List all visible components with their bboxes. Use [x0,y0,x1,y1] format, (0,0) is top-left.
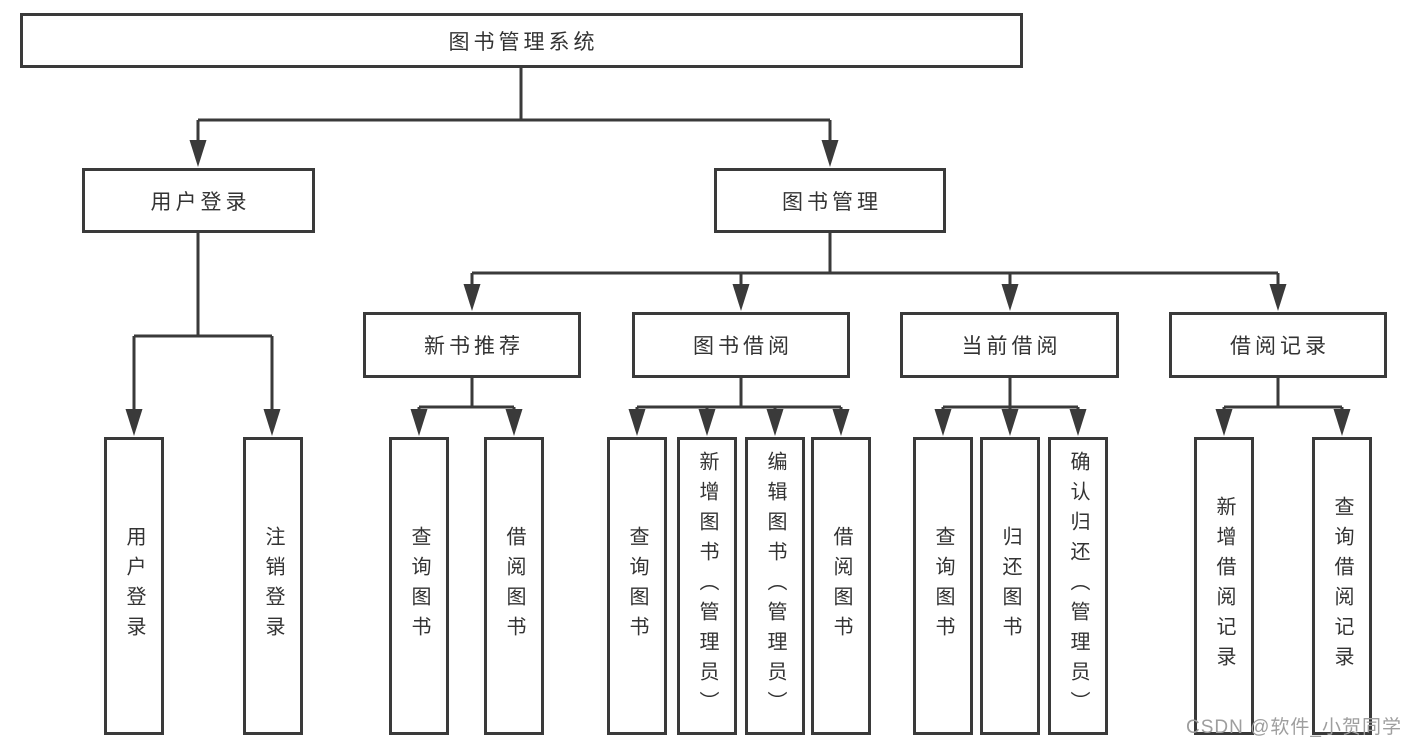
node-label: 借阅记录 [1230,335,1330,358]
leaf-label: 查询图书 [932,526,954,646]
arrowhead-icon [821,140,839,167]
connector-user-login-branch [125,233,281,436]
csdn-watermark: CSDN @软件_小贺同学 [1186,717,1402,738]
leaf-label: 查询借阅记录 [1331,496,1353,676]
node-current-borrowing: 当前借阅 [900,312,1119,378]
arrowhead-icon [628,409,646,436]
leaf-query-books-borrowing: 查询图书 [607,437,667,735]
connector-borrowing-records [1215,378,1351,436]
connector-current-borrowing [934,378,1087,436]
leaf-label: 编辑图书（管理员） [764,451,786,721]
arrowhead-icon [1215,409,1233,436]
leaf-edit-book-admin: 编辑图书（管理员） [745,437,805,735]
node-user-login-branch: 用户登录 [82,168,315,233]
arrowhead-icon [263,409,281,436]
connector-line [635,378,843,411]
connector-book-borrowing [628,378,850,436]
leaf-borrow-books-recommend: 借阅图书 [484,437,544,735]
node-borrowing-records: 借阅记录 [1169,312,1387,378]
connector-line [132,233,274,411]
connector-line [1222,378,1344,411]
leaf-label: 查询图书 [408,526,430,646]
arrowhead-icon [1269,284,1287,311]
arrowhead-icon [125,409,143,436]
arrowhead-icon [1001,284,1019,311]
leaf-label: 确认归还（管理员） [1067,451,1089,721]
node-book-borrowing: 图书借阅 [632,312,850,378]
node-library-management-system: 图书管理系统 [20,13,1023,68]
leaf-return-book: 归还图书 [980,437,1040,735]
leaf-label: 查询图书 [626,526,648,646]
leaf-label: 借阅图书 [503,526,525,646]
leaf-label: 新增图书（管理员） [696,451,718,721]
leaf-add-borrow-record: 新增借阅记录 [1194,437,1254,735]
leaf-label: 借阅图书 [830,526,852,646]
connector-new-book-recommendation [410,378,523,436]
connector-line [941,378,1080,411]
arrowhead-icon [832,409,850,436]
arrowhead-icon [505,409,523,436]
node-label: 图书管理系统 [448,30,599,54]
arrowhead-icon [766,409,784,436]
leaf-borrow-books: 借阅图书 [811,437,871,735]
node-new-book-recommendation: 新书推荐 [363,312,581,378]
node-label: 图书借阅 [693,335,793,358]
connector-line [417,378,516,411]
connector-line [470,233,1280,286]
leaf-confirm-return-admin: 确认归还（管理员） [1048,437,1108,735]
leaf-logout: 注销登录 [243,437,303,735]
leaf-query-books-current: 查询图书 [913,437,973,735]
leaf-label: 归还图书 [999,526,1021,646]
leaf-label: 用户登录 [123,526,145,646]
node-label: 当前借阅 [961,335,1062,358]
node-book-management: 图书管理 [714,168,946,233]
leaf-query-borrow-record: 查询借阅记录 [1312,437,1372,735]
leaf-add-book-admin: 新增图书（管理员） [677,437,737,735]
leaf-query-books-recommend: 查询图书 [389,437,449,735]
arrowhead-icon [463,284,481,311]
arrowhead-icon [410,409,428,436]
node-label: 新书推荐 [424,335,524,358]
arrowhead-icon [934,409,952,436]
node-label: 图书管理 [782,190,882,214]
connector-line [196,68,832,142]
arrowhead-icon [1001,409,1019,436]
node-label: 用户登录 [150,190,251,214]
leaf-label: 新增借阅记录 [1213,496,1235,676]
arrowhead-icon [189,140,207,167]
arrowhead-icon [698,409,716,436]
connector-root-to-level2 [189,68,839,167]
arrowhead-icon [732,284,750,311]
arrowhead-icon [1333,409,1351,436]
leaf-label: 注销登录 [262,526,284,646]
connector-book-management-branch [463,233,1287,311]
leaf-user-login: 用户登录 [104,437,164,735]
arrowhead-icon [1069,409,1087,436]
